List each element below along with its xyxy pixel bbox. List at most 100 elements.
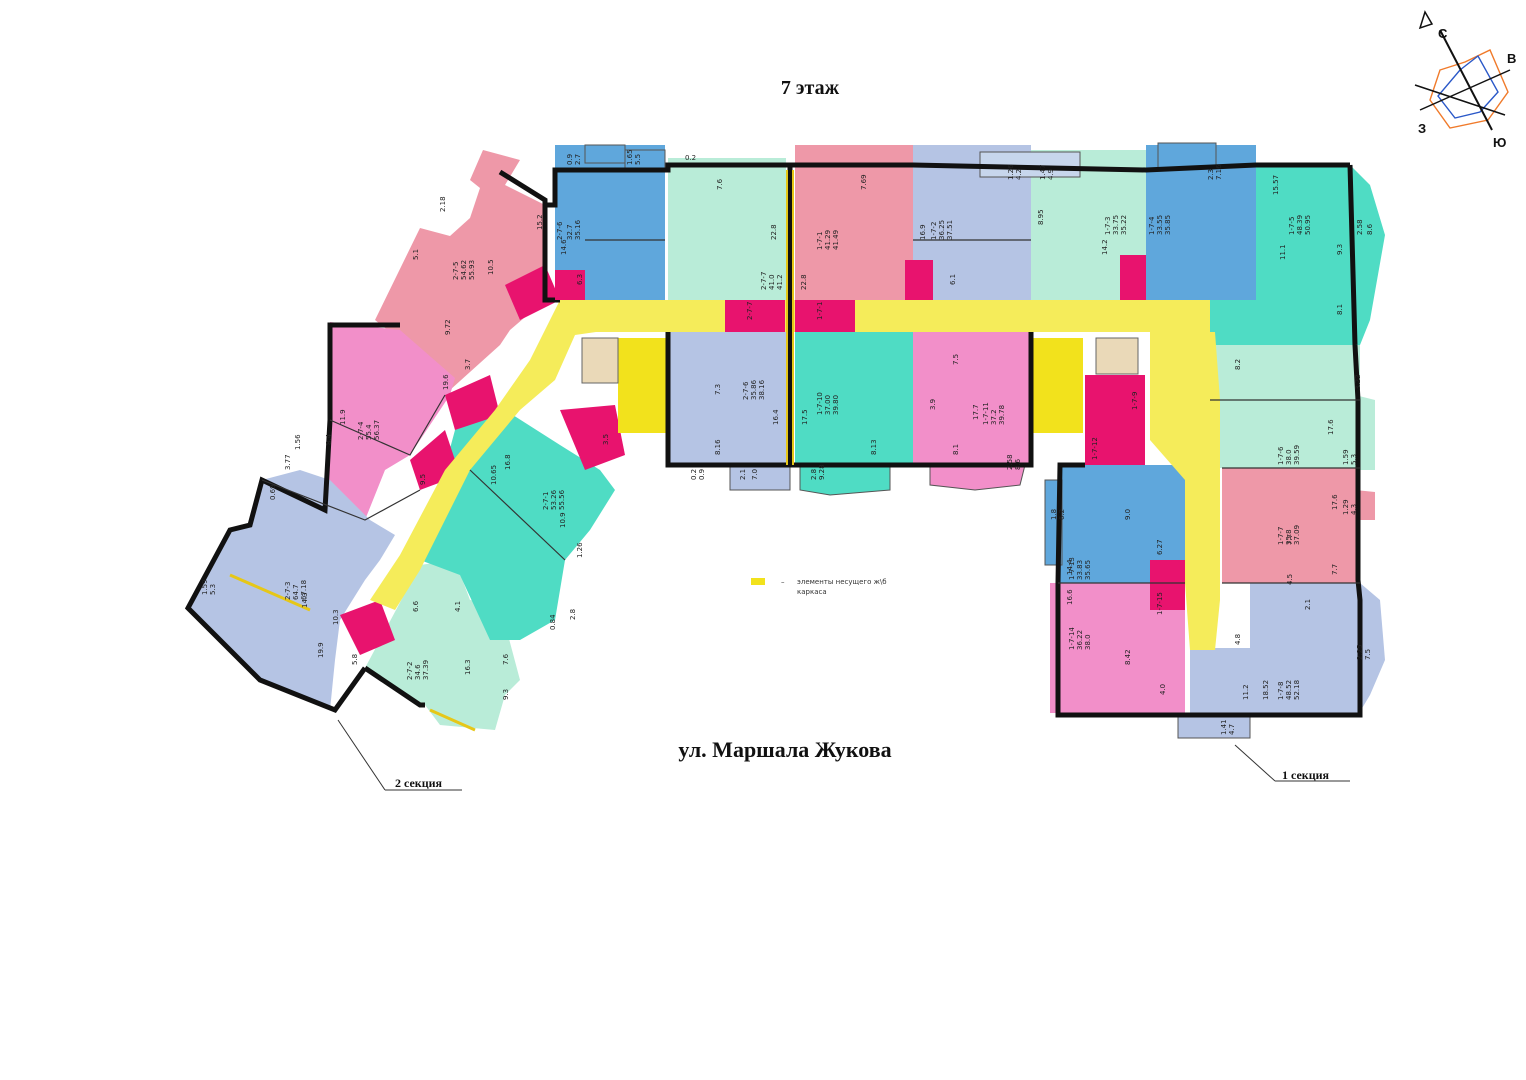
storage-1-7-9 bbox=[1085, 375, 1145, 410]
dim-label: 17.6 bbox=[1327, 419, 1335, 435]
area-label: 41.49 bbox=[832, 230, 840, 250]
storage-2-7-1 bbox=[560, 405, 625, 470]
dim-label: 1.47 bbox=[1039, 164, 1047, 180]
dim-label: 1.56 bbox=[294, 434, 302, 450]
area-label: 55.4 bbox=[365, 424, 373, 440]
dim-label: 22.8 bbox=[770, 224, 778, 240]
dim-label: 16.6 bbox=[1066, 589, 1074, 605]
unit-label: 2-7-3 bbox=[284, 582, 292, 600]
dim-label: 8.95 bbox=[1037, 209, 1045, 225]
apartment-2-7-8 bbox=[668, 332, 788, 467]
dim-label: 8.1 bbox=[952, 444, 960, 455]
dim-label: 3.77 bbox=[284, 454, 292, 470]
wall-top-outer bbox=[545, 162, 1350, 208]
partition-2b bbox=[261, 479, 421, 521]
dim-label: 3.22 bbox=[1354, 374, 1362, 390]
dim-label: 22.8 bbox=[800, 274, 808, 290]
compass-axis-2 bbox=[1419, 69, 1511, 111]
dim-label: 14.3 bbox=[301, 592, 309, 608]
apartment-1-7-6-upper bbox=[1210, 345, 1360, 400]
unit-label: 2-7-5 bbox=[452, 262, 460, 280]
dim-label: 8.6 bbox=[1366, 223, 1374, 235]
legend-text-line1: элементы несущего ж\б bbox=[797, 578, 887, 586]
area-label: 37.2 bbox=[990, 409, 998, 425]
dim-label: 6.6 bbox=[412, 600, 420, 612]
area-label: 35.86 bbox=[750, 379, 758, 400]
dim-label: 10.65 bbox=[490, 465, 498, 485]
section-2-left-wing bbox=[184, 150, 625, 732]
dim-label: 7.5 bbox=[952, 354, 960, 365]
floor-title: 7 этаж bbox=[781, 77, 840, 99]
wall-central-inner bbox=[665, 332, 1034, 468]
area-label: 38.16 bbox=[758, 379, 766, 400]
dim-label: 10.9 bbox=[559, 512, 567, 528]
storage-1-7-12 bbox=[1085, 410, 1145, 465]
unit-label: 1-7-11 bbox=[982, 402, 990, 425]
dim-label: 8.1 bbox=[1336, 304, 1344, 315]
dim-label: 14.2 bbox=[1101, 239, 1109, 255]
dim-label: 7.5 bbox=[1364, 649, 1372, 660]
area-label: 39.59 bbox=[1293, 445, 1301, 465]
right-column-apartments bbox=[1177, 165, 1385, 739]
dim-label: 7.3 bbox=[714, 384, 722, 395]
north-arrow-icon bbox=[1418, 10, 1434, 30]
dim-label: 0.84 bbox=[549, 614, 557, 630]
dim-label: 9.3 bbox=[1336, 244, 1344, 255]
corridor-section-2 bbox=[370, 300, 610, 610]
area-label: 52.18 bbox=[1293, 680, 1301, 700]
legend-dash: – bbox=[781, 578, 785, 586]
partition-2a bbox=[329, 394, 446, 456]
area-label: 36.22 bbox=[1076, 630, 1084, 650]
unit-label: 1-7-6 bbox=[1277, 446, 1285, 465]
wall-right-outer bbox=[1190, 164, 1363, 718]
unit-label: 1-7-8 bbox=[1277, 682, 1285, 700]
dim-label: 17.7 bbox=[972, 404, 980, 420]
wind-rose-blue bbox=[1437, 54, 1499, 119]
staircase-section-1 bbox=[1033, 338, 1083, 433]
dim-label: 8.4 bbox=[325, 433, 333, 445]
unit-labels: 2-7-6 32.7 35.16 2-7-7 41.0 41.2 1-7-1 4… bbox=[284, 215, 1312, 700]
section-2-leader bbox=[337, 719, 386, 791]
apartment-2-7-7 bbox=[668, 158, 786, 300]
unit-label: 2-7-7 bbox=[746, 302, 754, 320]
unit-label: 2-7-2 bbox=[406, 662, 414, 680]
area-label: 41.0 bbox=[768, 274, 776, 290]
dim-label: 11.9 bbox=[339, 409, 347, 425]
dim-label: 16.3 bbox=[464, 659, 472, 675]
dim-label: 10.5 bbox=[487, 259, 495, 275]
compass-rose: С В З Ю bbox=[1414, 10, 1516, 150]
bearing-element-2b bbox=[429, 708, 476, 732]
dim-label: 1.29 bbox=[1342, 499, 1350, 515]
area-label: 67.18 bbox=[300, 580, 308, 600]
dim-label: 4.1 bbox=[454, 601, 462, 612]
dim-label: 8.42 bbox=[1124, 649, 1132, 665]
apartment-1-7-11 bbox=[913, 332, 1031, 467]
dim-label: 5.1 bbox=[412, 249, 420, 260]
dim-label: 9.72 bbox=[444, 319, 452, 335]
dim-label: 6.2 bbox=[1058, 509, 1066, 520]
apartment-1-7-5 bbox=[1210, 165, 1385, 345]
area-label: 50.95 bbox=[1304, 215, 1312, 235]
dim-label: 8.16 bbox=[714, 439, 722, 455]
dim-label: 7.6 bbox=[716, 178, 724, 190]
dim-label: 7.7 bbox=[1331, 564, 1339, 575]
staircase-section-2 bbox=[618, 338, 668, 433]
area-label: 55.56 bbox=[558, 489, 566, 510]
area-label: 34.6 bbox=[414, 664, 422, 680]
unit-label: 1-7-2 bbox=[930, 222, 938, 240]
dim-label: 7.0 bbox=[751, 469, 759, 480]
balcony-2-7-8 bbox=[729, 464, 791, 491]
area-label: 37.00 bbox=[824, 395, 832, 415]
apartment-2-7-4 bbox=[325, 322, 455, 520]
compass-axis-1 bbox=[1439, 29, 1493, 131]
dim-label: 4.3 bbox=[1350, 504, 1358, 515]
compass-east-label: В bbox=[1507, 51, 1516, 66]
street-name: ул. Маршала Жукова bbox=[678, 737, 891, 762]
dim-label: 3.9 bbox=[929, 399, 937, 410]
section-1-callout: 1 секция bbox=[1234, 744, 1350, 782]
dim-label: 0.9 bbox=[566, 154, 574, 165]
area-label: 41.29 bbox=[824, 230, 832, 250]
dim-label: 14.4 bbox=[1066, 559, 1074, 575]
dim-label: 2.1 bbox=[739, 469, 747, 480]
dim-label: 5.5 bbox=[634, 154, 642, 165]
